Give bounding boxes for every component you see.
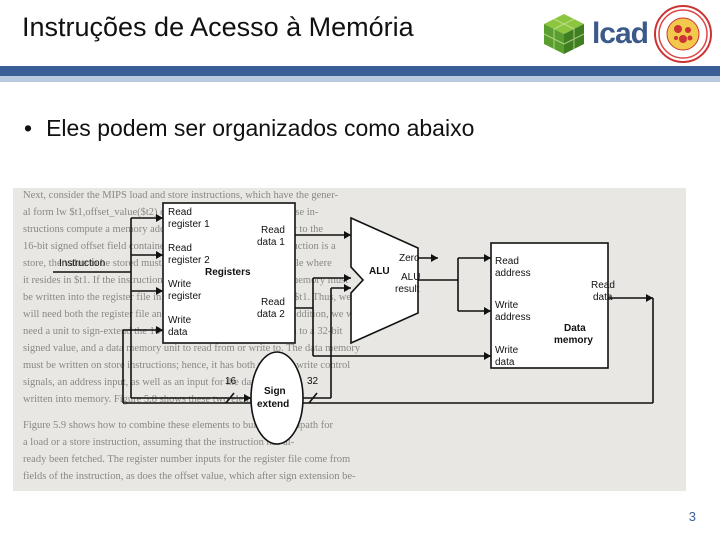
slide-title: Instruções de Acesso à Memória — [22, 12, 414, 42]
bg-line: Next, consider the MIPS load and store i… — [23, 190, 339, 201]
mem-raddr-label: Read — [495, 256, 519, 267]
datapath-diagram: Next, consider the MIPS load and store i… — [23, 190, 654, 482]
data-memory-block — [490, 242, 609, 369]
reg-rdata2-label: Read — [261, 297, 285, 308]
sign-extend-label: Sign — [264, 386, 286, 397]
mem-raddr-label-2: address — [495, 268, 531, 279]
mem-waddr-label: Write — [495, 300, 519, 311]
reg-read2-label-2: register 2 — [168, 255, 210, 266]
reg-read1-label-2: register 1 — [168, 219, 210, 230]
zero-label: Zero — [399, 253, 420, 264]
header-logos: lcad — [542, 4, 712, 64]
alu-result-label: ALU — [401, 272, 420, 283]
bullet-text: Eles podem ser organizados como abaixo — [46, 115, 475, 141]
bits-16-label: 16 — [225, 376, 237, 387]
reg-rdata1-label: Read — [261, 225, 285, 236]
bullet-item: • Eles podem ser organizados como abaixo — [24, 115, 474, 142]
reg-write-label-2: register — [168, 291, 202, 302]
register-file-block — [162, 202, 296, 344]
mem-wdata-label-2: data — [495, 357, 515, 368]
sign-extend-block — [250, 351, 304, 445]
mem-rdata-label-2: data — [593, 292, 613, 303]
instruction-label: Instruction — [59, 258, 105, 269]
reg-rdata2-label-2: data 2 — [257, 309, 285, 320]
arrowheads — [156, 214, 653, 402]
reg-wdata-label: Write — [168, 315, 192, 326]
alu-result-label-2: result — [395, 284, 420, 295]
bg-line: signed value, and a data memory unit to … — [23, 343, 361, 354]
bg-line: Figure 5.9 shows how to combine these el… — [23, 420, 333, 431]
page-number: 3 — [688, 509, 696, 524]
mem-rdata-label: Read — [591, 280, 615, 291]
university-seal-icon — [654, 5, 712, 63]
mem-wdata-label: Write — [495, 345, 519, 356]
bg-line: written into memory. Figure 5.8 shows th… — [23, 394, 271, 405]
header-bar — [0, 66, 720, 76]
bg-line: must be written on store instructions; h… — [23, 360, 350, 371]
bg-line: fields of the instruction, as does the o… — [23, 471, 356, 482]
mem-waddr-label-2: address — [495, 312, 531, 323]
bg-line: ready been fetched. The register number … — [23, 454, 350, 465]
bg-line: signals, an address input, as well as an… — [23, 377, 283, 388]
reg-rdata1-label-2: data 1 — [257, 237, 285, 248]
reg-read1-label: Read — [168, 207, 192, 218]
registers-label: Registers — [205, 267, 251, 278]
lcad-logo-text: lcad — [591, 17, 649, 50]
bg-line: a load or a store instruction, assuming … — [23, 437, 295, 448]
header-bar-accent — [0, 76, 720, 82]
datapath-figure: Next, consider the MIPS load and store i… — [13, 188, 686, 491]
reg-write-label: Write — [168, 279, 192, 290]
green-cube-icon — [542, 12, 586, 56]
data-memory-label: Data — [564, 323, 586, 334]
data-memory-label-2: memory — [554, 335, 593, 346]
alu-label: ALU — [369, 266, 390, 277]
alu-block — [350, 216, 419, 345]
sign-extend-label-2: extend — [257, 399, 289, 410]
bits-32-label: 32 — [307, 376, 319, 387]
reg-read2-label: Read — [168, 243, 192, 254]
reg-wdata-label-2: data — [168, 327, 188, 338]
bullet-symbol: • — [24, 115, 33, 141]
